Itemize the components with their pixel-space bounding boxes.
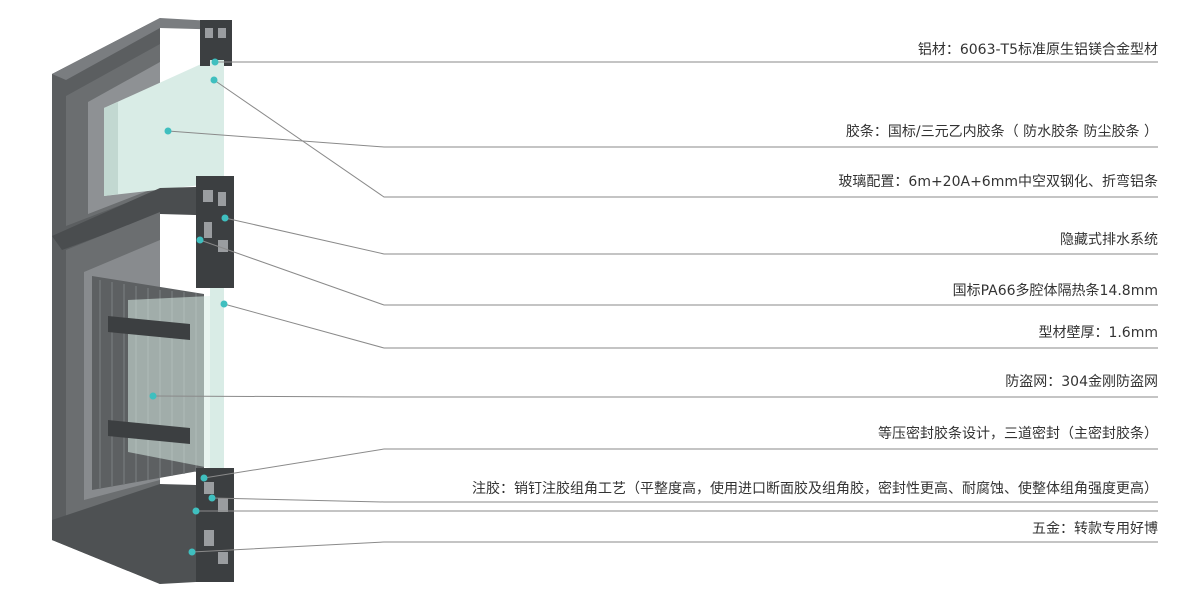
leader-line-glue-injection [211, 497, 1158, 503]
callout-aluminum: 铝材：6063-T5标准原生铝镁合金型材 [917, 42, 1158, 58]
leader-line-wall-thickness [223, 303, 1158, 349]
leader-line-seal-design [203, 448, 1158, 479]
mesh-bar-upper [108, 316, 190, 340]
callout-gasket: 胶条：国标/三元乙内胶条（ 防水胶条 防尘胶条 ） [845, 124, 1158, 140]
leader-line-glass [213, 79, 1158, 198]
section-profile-top [200, 20, 232, 66]
upper-glass-shade [104, 102, 118, 196]
callout-hardware: 五金：转款专用好博 [1032, 521, 1158, 537]
section-profile-mid [196, 176, 234, 288]
marker-dot-drainage [221, 214, 229, 222]
callout-glue-injection: 注胶：销钉注胶组角工艺（平整度高，使用进口断面胶及组角胶，密封性更高、耐腐蚀、使… [472, 481, 1158, 497]
callout-seal-design: 等压密封胶条设计，三道密封（主密封胶条） [878, 426, 1158, 442]
leader-lines [149, 58, 1158, 556]
callout-glass: 玻璃配置：6m+20A+6mm中空双钢化、折弯铝条 [838, 174, 1158, 190]
marker-dot-glass [210, 76, 218, 84]
leader-line-security-mesh [152, 395, 1158, 398]
transom-bar [52, 186, 230, 250]
callout-wall-thickness: 型材壁厚：1.6mm [1038, 325, 1158, 341]
marker-dot-gasket [164, 127, 172, 135]
profile-chambers [203, 28, 228, 564]
marker-dot-aluminum [211, 58, 219, 66]
section-glass-edge-lower [210, 288, 224, 470]
marker-dot-thermal-strip [196, 236, 204, 244]
section-glass-edge [210, 60, 224, 184]
callout-thermal-strip: 国标PA66多腔体隔热条14.8mm [952, 283, 1158, 299]
marker-dot-glue-injection [208, 494, 216, 502]
leader-line-drainage [224, 217, 1158, 255]
marker-dot-wall-thickness [220, 300, 228, 308]
mesh-bar-lower [108, 420, 190, 444]
callout-security-mesh: 防盗网：304金刚防盗网 [1005, 374, 1158, 390]
bottom-frame [52, 484, 232, 584]
callout-drainage: 隐藏式排水系统 [1060, 232, 1158, 248]
marker-dot-glue-injection-b [192, 507, 200, 515]
marker-dot-seal-design [200, 474, 208, 482]
upper-glass [104, 60, 210, 196]
window-frame-illustration [52, 18, 234, 584]
leader-line-hardware [191, 541, 1158, 553]
marker-dot-hardware [188, 548, 196, 556]
leader-line-gasket [167, 130, 1158, 148]
leader-line-thermal-strip [199, 239, 1158, 306]
marker-dot-security-mesh [149, 392, 157, 400]
